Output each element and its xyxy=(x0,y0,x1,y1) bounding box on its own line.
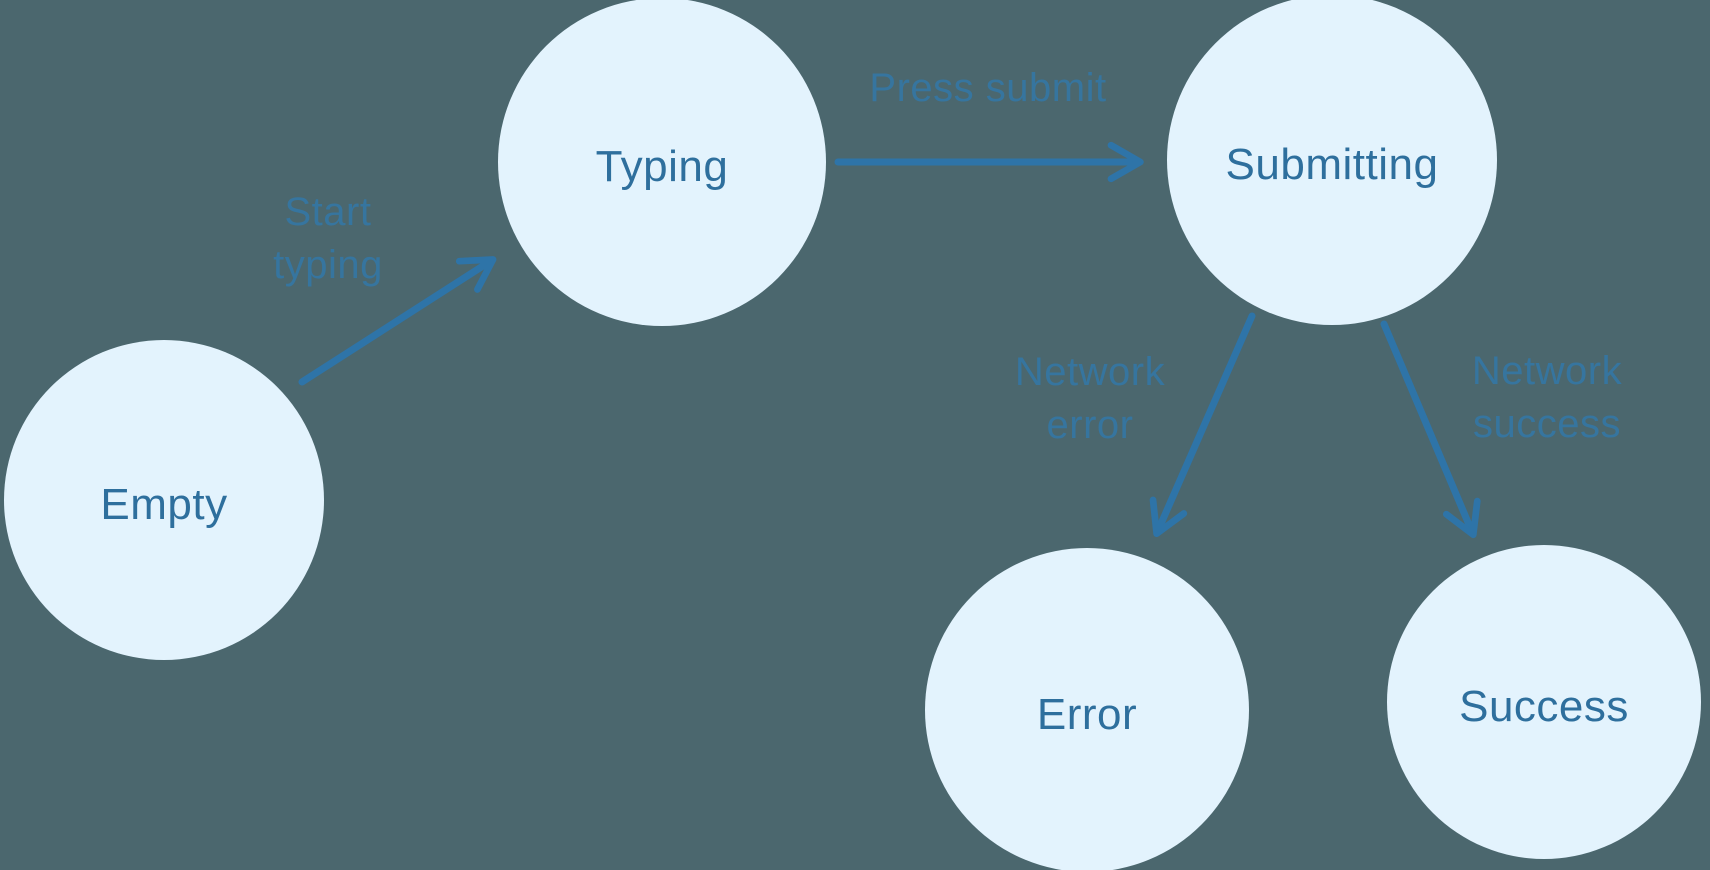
edge-label-network-error: Network error xyxy=(980,346,1200,452)
edge-label-line: Press submit xyxy=(869,66,1107,110)
edge-label-line: success xyxy=(1473,402,1621,446)
state-label-empty: Empty xyxy=(100,480,228,529)
state-label-error: Error xyxy=(1036,690,1138,739)
edge-label-line: Start xyxy=(284,190,372,234)
state-node-submitting: Submitting xyxy=(1167,0,1497,325)
state-node-typing: Typing xyxy=(498,0,826,326)
state-label-typing: Typing xyxy=(595,142,729,191)
state-label-submitting: Submitting xyxy=(1225,140,1439,189)
edge-label-start-typing: Start typing xyxy=(218,186,438,292)
edge-submitting-to-success-arrow xyxy=(1380,320,1481,539)
edge-label-line: error xyxy=(1046,403,1134,447)
state-node-error: Error xyxy=(925,548,1249,870)
state-node-empty: Empty xyxy=(4,340,324,660)
edge-label-network-success: Network success xyxy=(1437,345,1657,451)
edge-label-press-submit: Press submit xyxy=(828,64,1148,112)
edge-label-line: Network xyxy=(1471,349,1623,393)
edge-empty-to-typing-arrow xyxy=(298,256,497,386)
edge-label-line: Network xyxy=(1014,350,1166,394)
edge-label-line: typing xyxy=(273,243,383,287)
state-label-success: Success xyxy=(1459,682,1629,731)
state-node-success: Success xyxy=(1387,545,1701,859)
edge-submitting-to-error-arrow xyxy=(1149,312,1256,538)
